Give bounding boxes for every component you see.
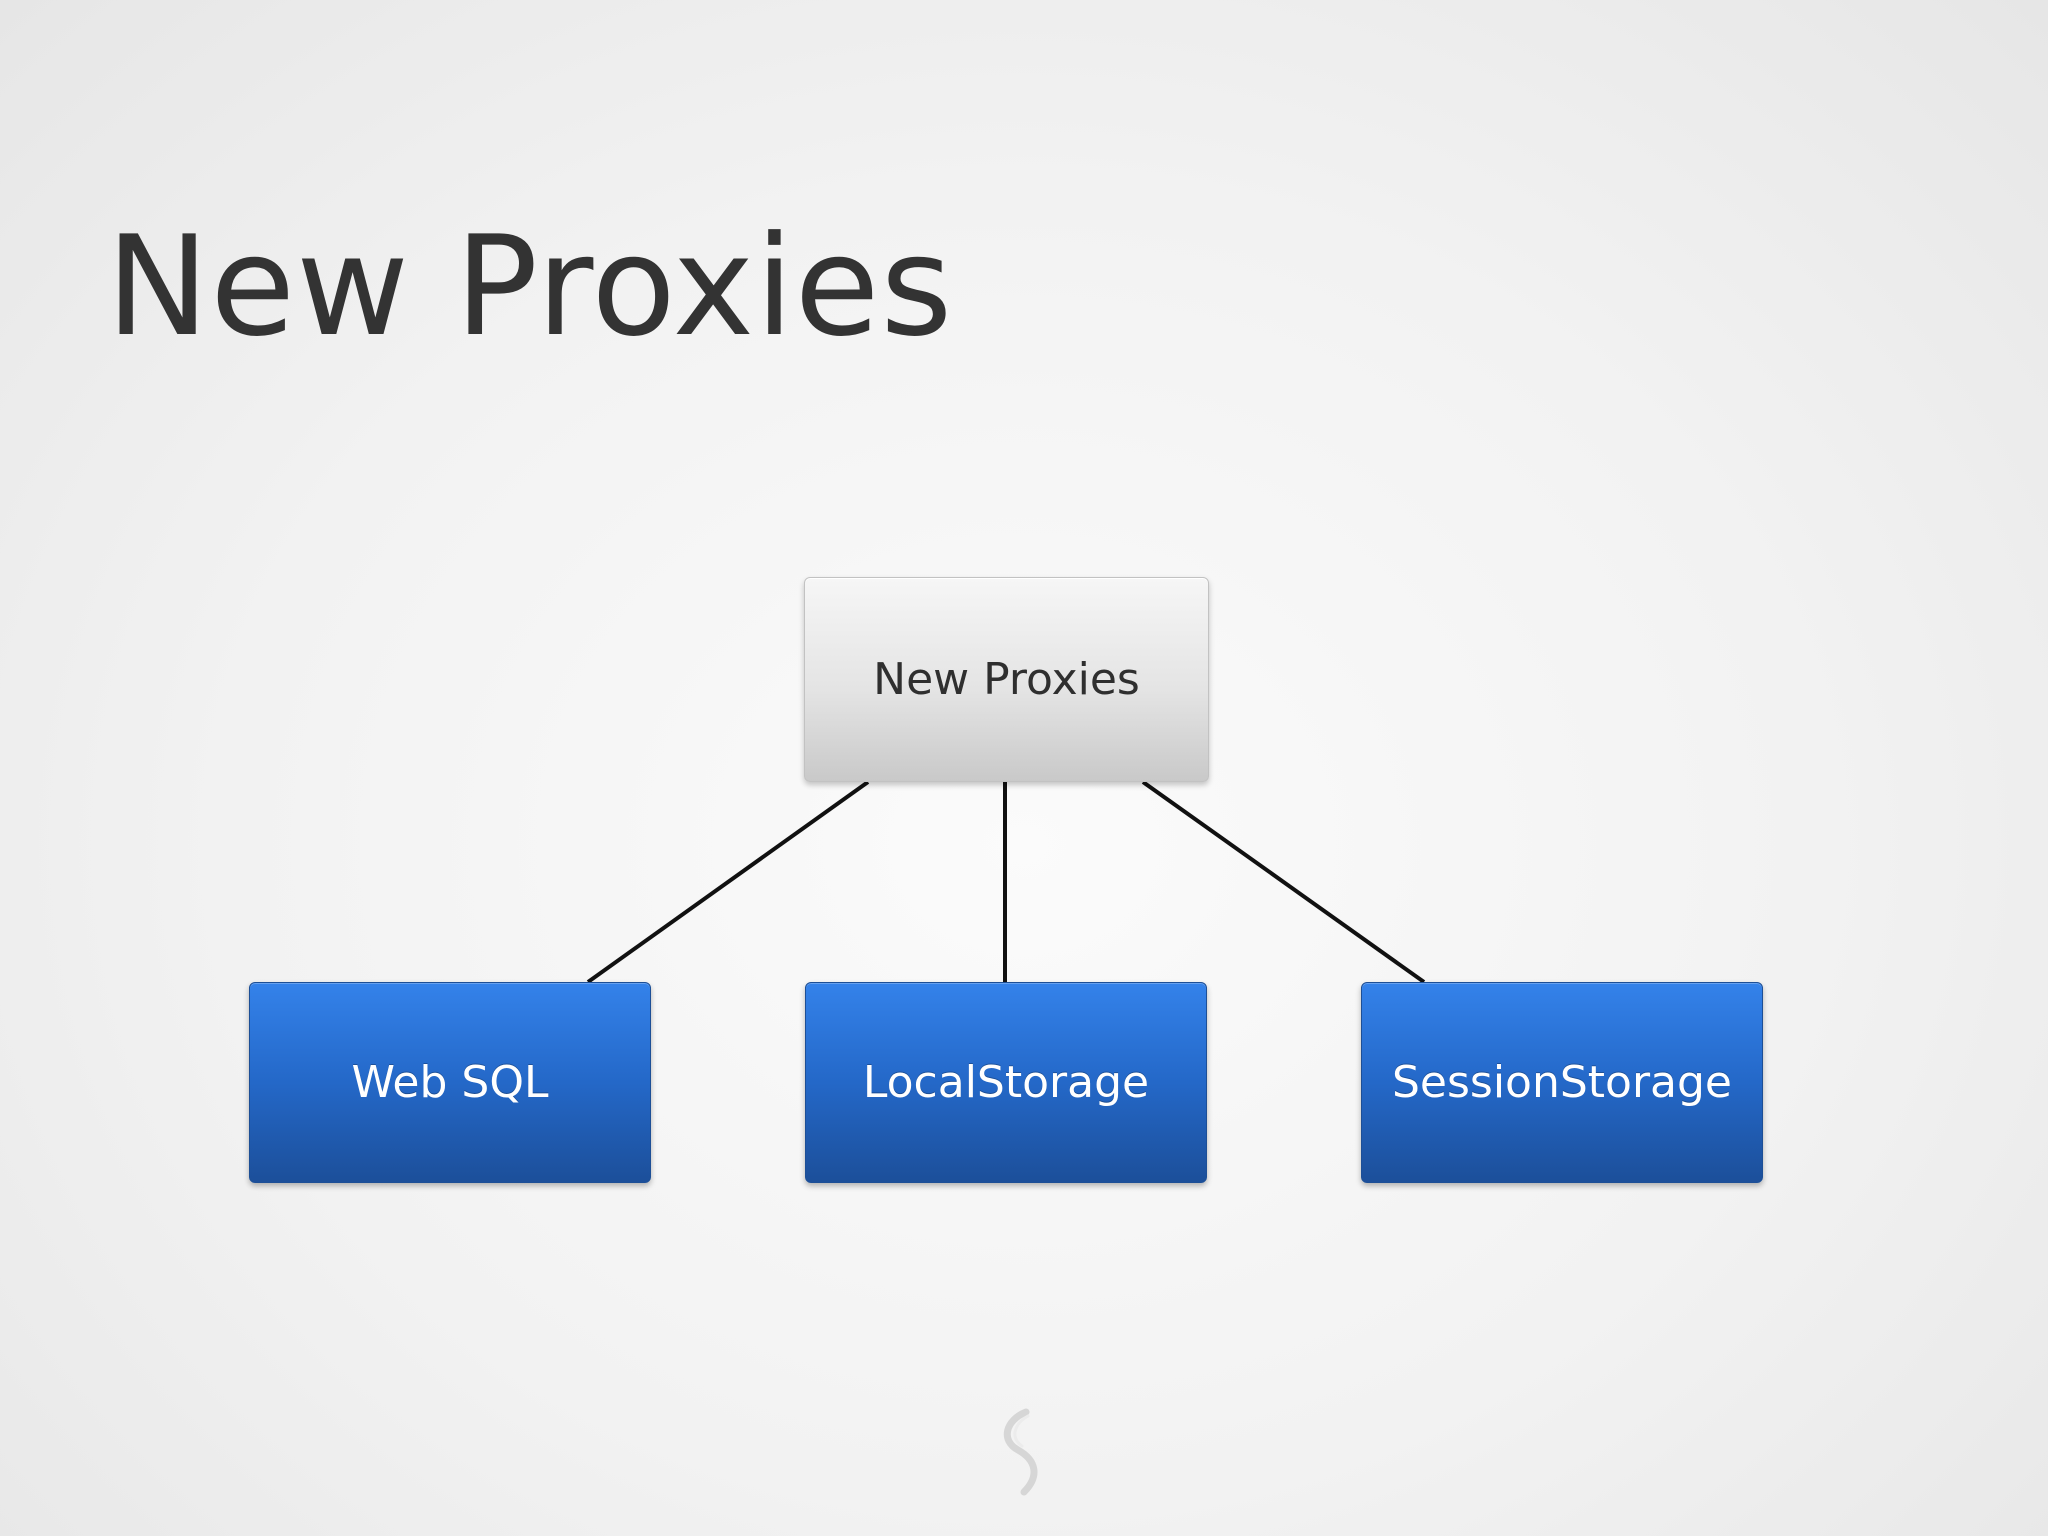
node-new-proxies: New Proxies <box>804 577 1209 782</box>
node-session-storage: SessionStorage <box>1361 982 1763 1183</box>
node-local-storage: LocalStorage <box>805 982 1207 1183</box>
node-web-sql: Web SQL <box>249 982 651 1183</box>
node-web-sql-label: Web SQL <box>351 1057 549 1108</box>
node-new-proxies-label: New Proxies <box>873 654 1140 705</box>
connector-web-sql <box>586 780 870 984</box>
node-local-storage-label: LocalStorage <box>862 1057 1150 1108</box>
connector-session-storage <box>1141 780 1426 984</box>
keynote-swirl-icon <box>1003 1408 1038 1496</box>
node-session-storage-label: SessionStorage <box>1391 1057 1733 1108</box>
slide-title: New Proxies <box>106 206 954 367</box>
